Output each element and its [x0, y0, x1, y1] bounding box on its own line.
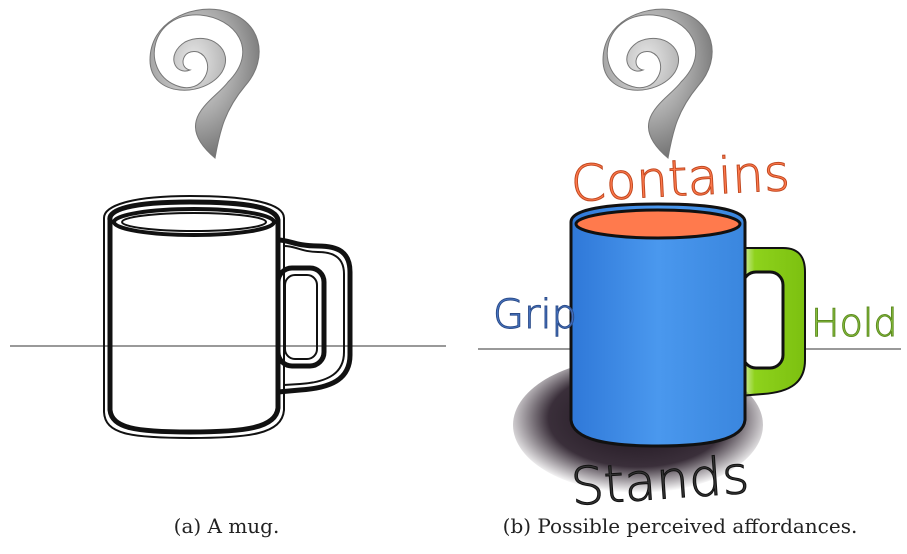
mug-affordance-drawing: Contains Grip Hold Stands	[453, 0, 907, 510]
figure-panel-b: Contains Grip Hold Stands (b) Possible p…	[453, 0, 907, 554]
caption-panel-b: (b) Possible perceived affordances.	[453, 514, 907, 538]
mug-body	[571, 204, 745, 446]
affordance-hold-label: Hold	[811, 301, 898, 345]
steam-swirl-icon	[150, 9, 259, 158]
affordance-contains-label: Contains	[569, 144, 791, 213]
affordance-grip-label: Grip	[493, 292, 577, 338]
coffee-surface	[576, 210, 740, 238]
caption-panel-a: (a) A mug.	[0, 514, 453, 538]
figure-panel-a: (a) A mug.	[0, 0, 453, 554]
steam-swirl-icon	[603, 9, 712, 158]
mug-outline-drawing	[0, 0, 453, 510]
affordance-stands-label: Stands	[569, 446, 751, 510]
mug-outline	[104, 196, 350, 438]
mug-handle	[738, 248, 805, 396]
